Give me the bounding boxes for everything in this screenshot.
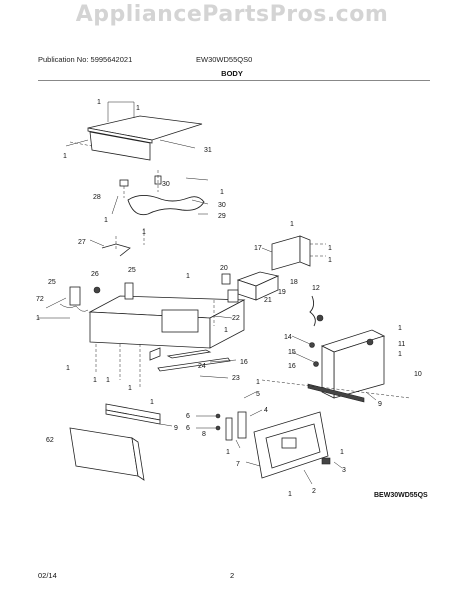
- callout: 17: [254, 245, 262, 252]
- callout: 1: [398, 325, 402, 332]
- callout: 7: [236, 461, 240, 468]
- callout: 1: [136, 105, 140, 112]
- callout: 1: [186, 273, 190, 280]
- watermark: AppliancePartsPros.com: [75, 2, 389, 27]
- door: [253, 411, 331, 479]
- right-panel: [309, 329, 386, 399]
- callout: 22: [232, 315, 240, 322]
- callout: 20: [220, 265, 228, 272]
- publication-number: Publication No: 5995642021: [38, 55, 133, 64]
- section-title: BODY: [221, 69, 243, 78]
- callout: 9: [174, 425, 178, 432]
- callout: 15: [288, 349, 296, 356]
- callout: 26: [91, 271, 99, 278]
- lower-panel: [69, 427, 145, 481]
- callout: 9: [378, 401, 382, 408]
- callout: 1: [288, 491, 292, 498]
- callout: 62: [46, 437, 54, 444]
- heater-element: [119, 170, 205, 216]
- main-body: [88, 295, 246, 388]
- header-rule: [38, 80, 430, 81]
- model-number: EW30WD55QS0: [196, 55, 253, 64]
- callout: 1: [220, 189, 224, 196]
- callout: 1: [104, 217, 108, 224]
- callout: 18: [290, 279, 298, 286]
- callout: 29: [218, 213, 226, 220]
- callout: 6: [186, 425, 190, 432]
- footer-date: 02/14: [38, 571, 57, 580]
- callout: 72: [36, 296, 44, 303]
- callout: 1: [128, 385, 132, 392]
- callout: 1: [226, 449, 230, 456]
- callout: 1: [63, 153, 67, 160]
- trim-strip: [261, 379, 411, 403]
- callout: 16: [288, 363, 296, 370]
- callout: 1: [328, 257, 332, 264]
- page-number: 2: [230, 571, 235, 580]
- callout: 1: [256, 379, 260, 386]
- model-code-label: BEW30WD55QS: [374, 492, 428, 499]
- callout: 5: [256, 391, 260, 398]
- callout: 1: [150, 399, 154, 406]
- small-brackets: [59, 282, 134, 312]
- callout: 1: [328, 245, 332, 252]
- callout: 8: [202, 431, 206, 438]
- callout: 30: [162, 181, 170, 188]
- callout: 30: [218, 202, 226, 209]
- callout: 21: [264, 297, 272, 304]
- callout: 2: [312, 488, 316, 495]
- wire-harness: [309, 295, 324, 327]
- callout: 1: [97, 99, 101, 106]
- callout: 25: [48, 279, 56, 286]
- fan-assembly: [213, 271, 280, 326]
- callout: 31: [204, 147, 212, 154]
- front-trim: [105, 403, 161, 425]
- callout: 1: [142, 229, 146, 236]
- callout: 3: [342, 467, 346, 474]
- callout: 10: [414, 371, 422, 378]
- callout-leaders: [38, 101, 377, 485]
- callout: 4: [264, 407, 268, 414]
- top-cover: [69, 115, 203, 161]
- callout: 28: [93, 194, 101, 201]
- callout: 24: [198, 363, 206, 370]
- hinge-parts: [215, 411, 247, 441]
- exploded-parts-diagram: 1 1 1 31 28 30 1 30 29 1 27 1 17 1 1 1 2…: [36, 99, 422, 498]
- callout: 23: [232, 375, 240, 382]
- callout-labels: 1 1 1 31 28 30 1 30 29 1 27 1 17 1 1 1 2…: [36, 99, 422, 498]
- callout: 16: [240, 359, 248, 366]
- control-box: [271, 235, 326, 271]
- callout: 1: [340, 449, 344, 456]
- callout: 1: [224, 327, 228, 334]
- callout: 6: [186, 413, 190, 420]
- callout: 12: [312, 285, 320, 292]
- floor-rail: [157, 349, 231, 372]
- callout: 1: [93, 377, 97, 384]
- callout: 25: [128, 267, 136, 274]
- callout: 1: [106, 377, 110, 384]
- callout: 11: [398, 341, 405, 348]
- bracket-27: [101, 228, 145, 257]
- callout: 1: [290, 221, 294, 228]
- callout: 14: [284, 334, 292, 341]
- callout: 27: [78, 239, 86, 246]
- callout: 1: [398, 351, 402, 358]
- callout: 1: [66, 365, 70, 372]
- callout: 19: [278, 289, 286, 296]
- callout: 1: [36, 315, 40, 322]
